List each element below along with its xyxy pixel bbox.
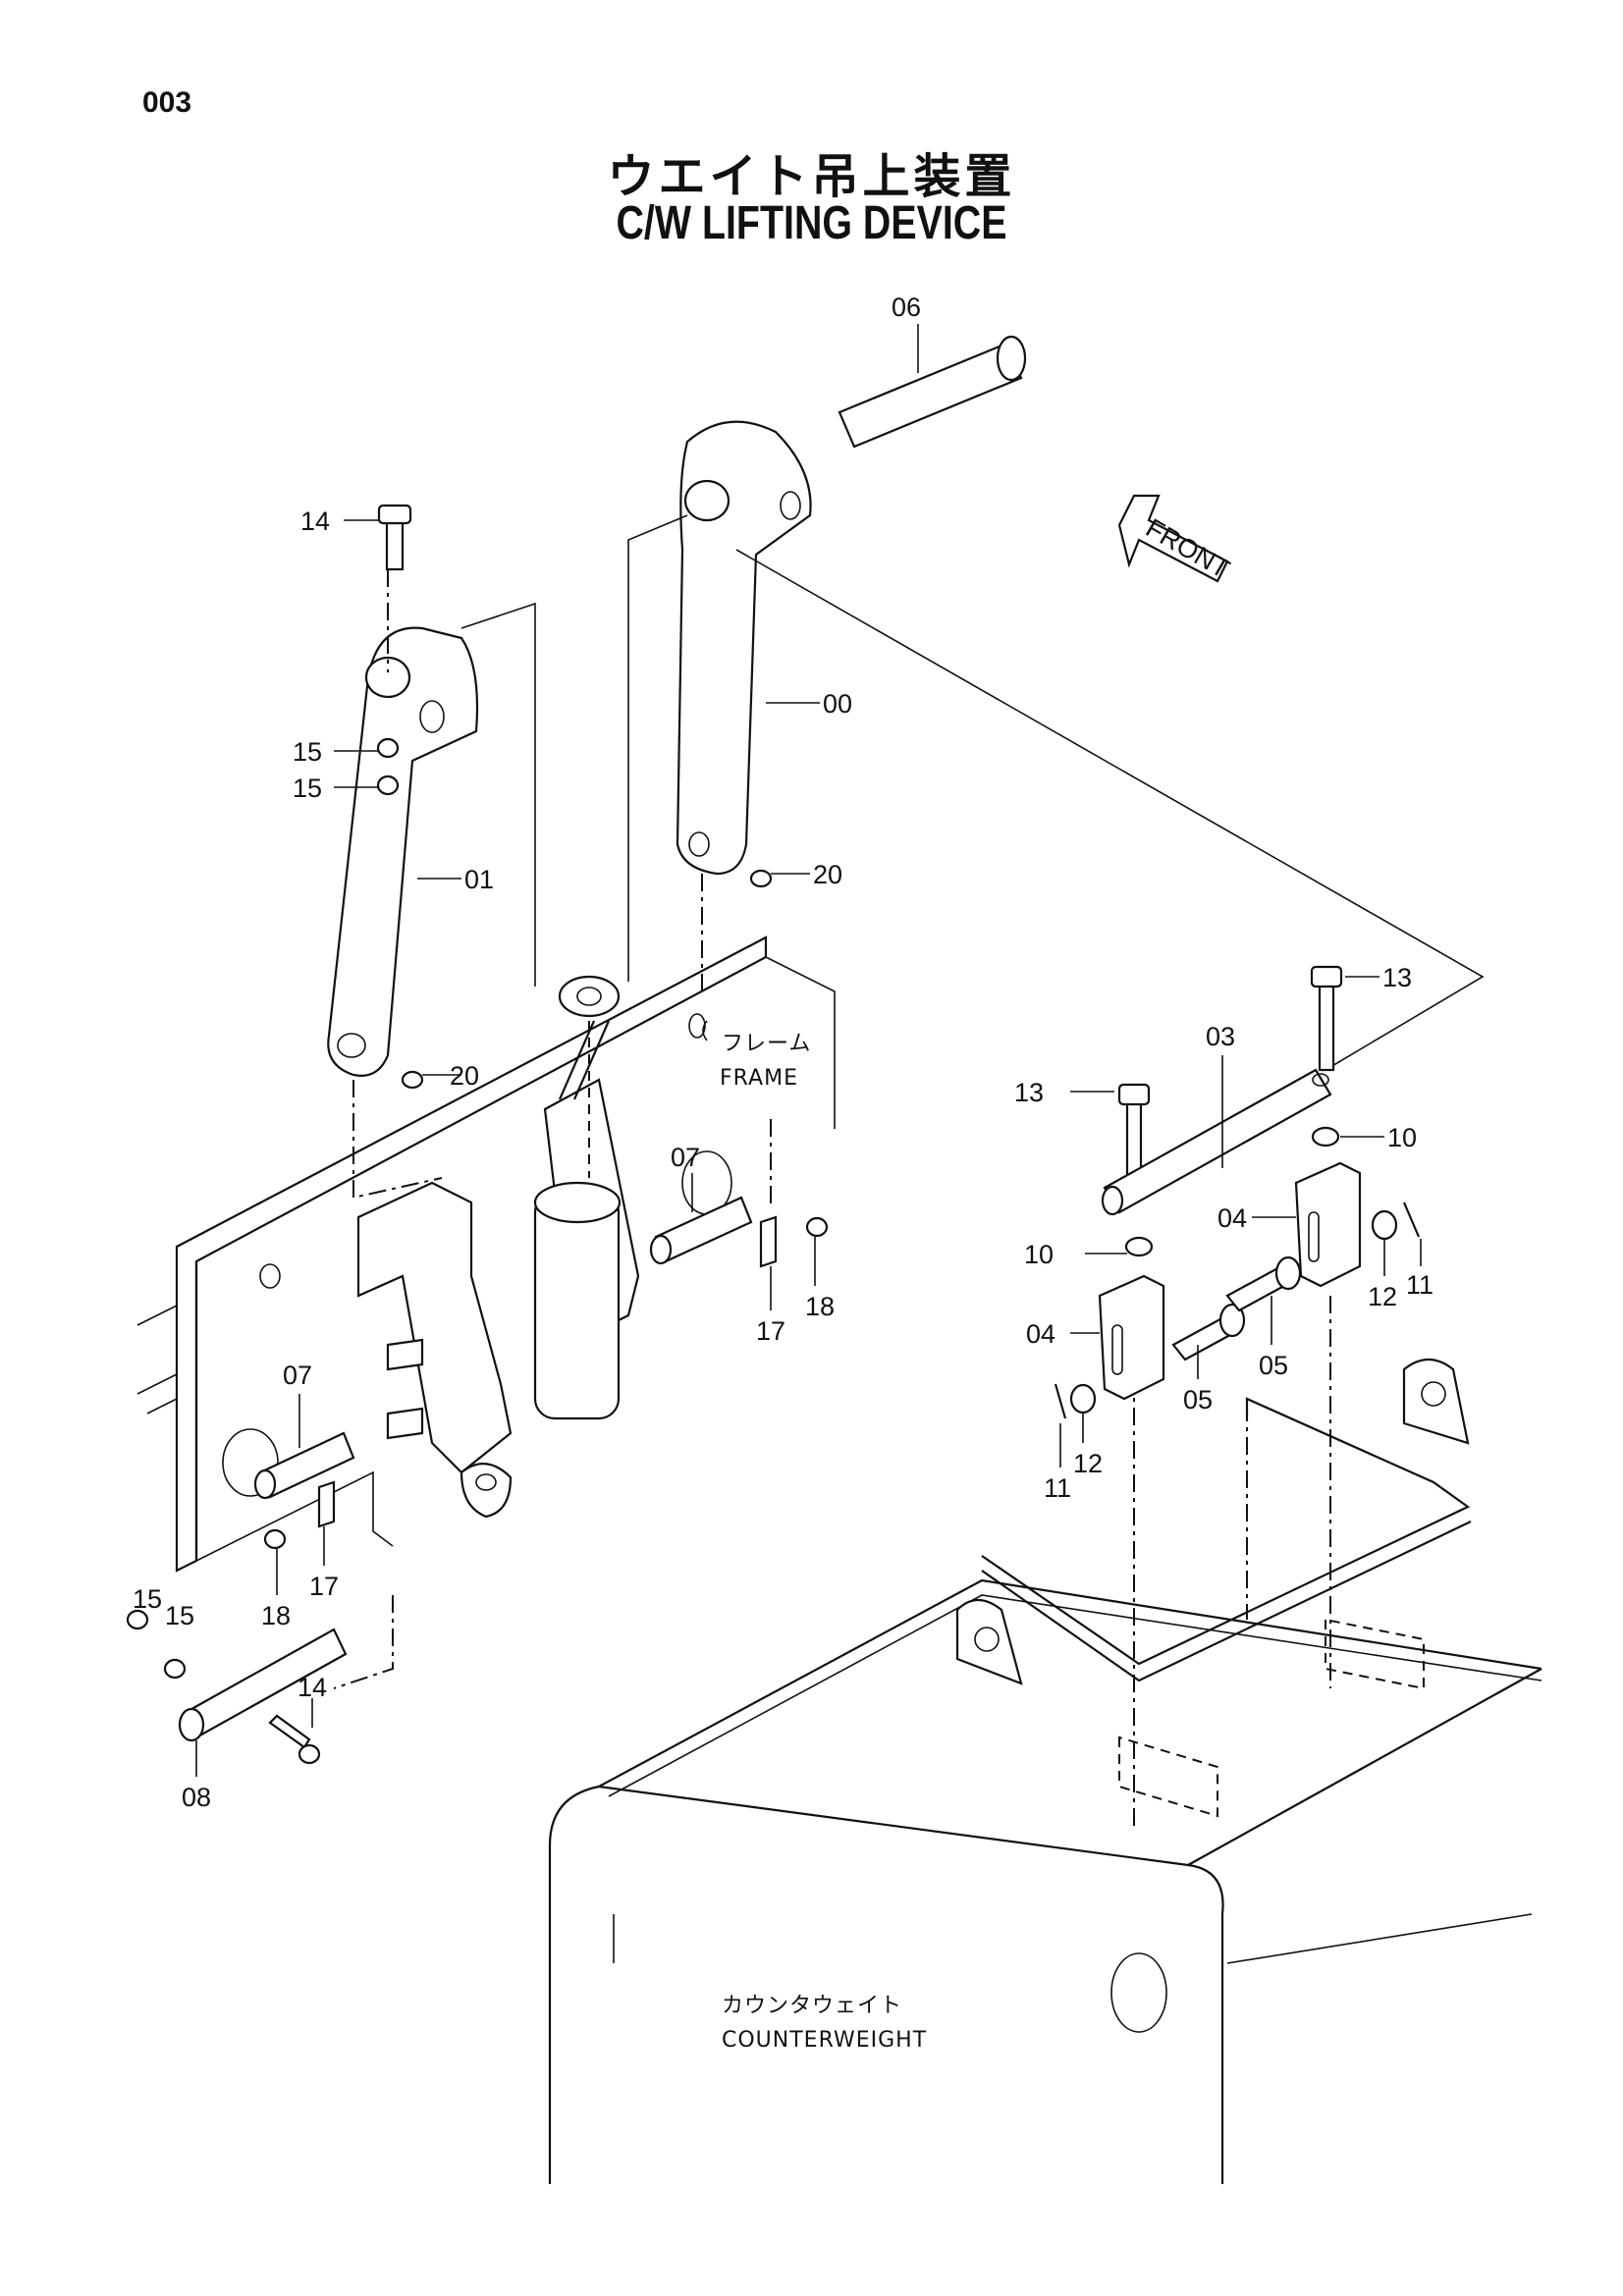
page-number: 003 xyxy=(142,86,192,119)
callout-07-upper: 07 xyxy=(671,1143,700,1172)
callout-12-upper: 12 xyxy=(1368,1282,1397,1311)
callout-15-d: 15 xyxy=(165,1601,194,1630)
frame-plate xyxy=(136,935,836,1573)
callout-15-a: 15 xyxy=(293,737,322,767)
right-parts xyxy=(126,737,1421,1680)
guide-lines xyxy=(333,514,1485,1826)
lever-01 xyxy=(327,504,479,1077)
left-parts xyxy=(178,1196,829,1765)
annotations: フレーム FRAME カウンタウェイト COUNTERWEIGHT xyxy=(702,1020,927,2053)
callout-18-upper: 18 xyxy=(805,1292,835,1321)
callout-00: 00 xyxy=(823,689,852,719)
callout-18-lower: 18 xyxy=(261,1601,291,1630)
callout-14-lower: 14 xyxy=(298,1673,327,1702)
leader-lines xyxy=(195,324,1422,1777)
callout-07-lower: 07 xyxy=(283,1361,312,1390)
callout-03: 03 xyxy=(1206,1022,1235,1051)
callout-13-left: 13 xyxy=(1014,1078,1044,1107)
callout-17-upper: 17 xyxy=(756,1316,785,1346)
counterweight-label-jp: カウンタウェイト xyxy=(722,1994,902,2018)
cylinder-assembly xyxy=(356,975,640,1519)
callout-15-c: 15 xyxy=(133,1584,162,1614)
lever-00 xyxy=(676,335,1027,876)
title-english: C/W LIFTING DEVICE xyxy=(616,197,1007,249)
callout-labels: 06 14 15 15 00 01 20 20 13 03 13 10 07 0… xyxy=(133,293,1434,1812)
callout-12-lower: 12 xyxy=(1073,1449,1103,1478)
callout-14-upper: 14 xyxy=(300,507,330,536)
callout-11-lower: 11 xyxy=(1044,1473,1071,1503)
callout-17-lower: 17 xyxy=(309,1572,339,1601)
frame-label-en: FRAME xyxy=(720,1066,798,1091)
title-japanese: ウエイト吊上装置 xyxy=(607,149,1016,204)
callout-15-b: 15 xyxy=(293,774,322,803)
callout-11-upper: 11 xyxy=(1406,1270,1434,1300)
callout-06: 06 xyxy=(892,293,921,322)
callout-10-top: 10 xyxy=(1387,1123,1417,1152)
front-arrow-icon: FRONT xyxy=(1117,494,1234,584)
callout-05-lower: 05 xyxy=(1183,1385,1213,1415)
frame-label-jp: フレーム xyxy=(722,1032,811,1056)
counterweight-label-en: COUNTERWEIGHT xyxy=(722,2028,927,2053)
callout-01: 01 xyxy=(464,865,494,894)
callout-20-right: 20 xyxy=(813,860,842,889)
callout-13-top: 13 xyxy=(1382,963,1412,992)
callout-04-lower: 04 xyxy=(1026,1319,1055,1349)
callout-08: 08 xyxy=(182,1783,211,1812)
callout-05-upper: 05 xyxy=(1259,1351,1288,1380)
callout-04-upper: 04 xyxy=(1217,1203,1247,1233)
counterweight-body xyxy=(548,1358,1542,2184)
callout-10-low: 10 xyxy=(1024,1240,1054,1269)
callout-20-left: 20 xyxy=(450,1061,479,1091)
